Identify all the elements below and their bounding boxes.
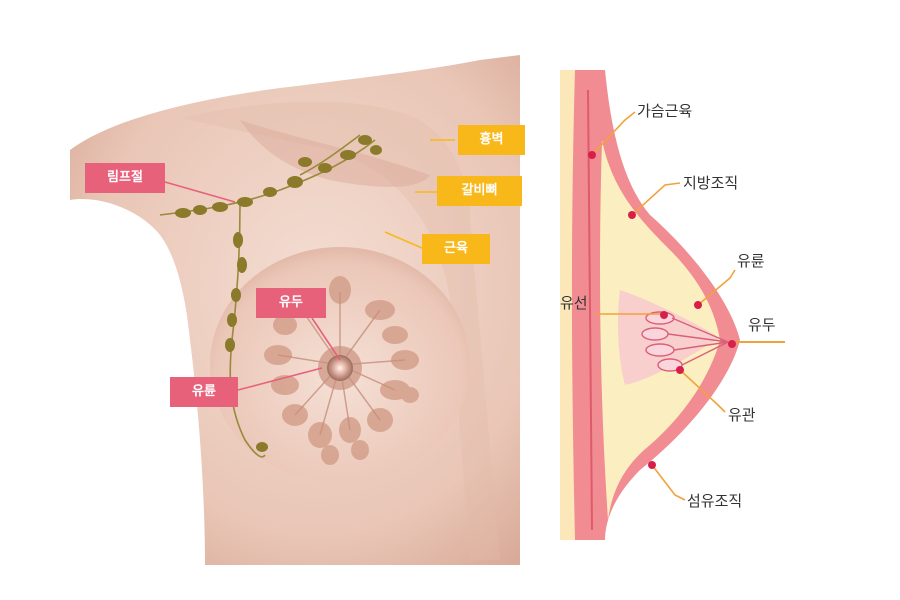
label-mammary-gland: 유선 bbox=[560, 294, 588, 312]
left-leader-lines bbox=[164, 139, 455, 391]
label-rib: 갈비뼈 bbox=[437, 176, 522, 206]
label-areola-section: 유륜 bbox=[737, 252, 765, 270]
label-milk-duct: 유관 bbox=[728, 406, 756, 424]
label-nipple: 유두 bbox=[256, 288, 326, 318]
label-lymph-node: 림프절 bbox=[85, 163, 165, 193]
label-areola: 유륜 bbox=[170, 377, 238, 407]
right-leader-lines bbox=[591, 111, 736, 501]
label-fat-tissue: 지방조직 bbox=[683, 174, 739, 192]
breast-cross-section bbox=[560, 70, 785, 540]
nipple-shape bbox=[327, 355, 353, 381]
lymph-nodes bbox=[175, 135, 382, 452]
label-chest-muscle: 가슴근육 bbox=[637, 102, 693, 120]
ducts-cross-section bbox=[641, 311, 729, 372]
label-chest-wall: 흉벽 bbox=[458, 125, 525, 155]
chest-shading bbox=[180, 101, 500, 561]
marker-dots bbox=[588, 151, 736, 469]
label-nipple-section: 유두 bbox=[748, 316, 776, 334]
label-fibrous-tissue: 섬유조직 bbox=[687, 492, 743, 510]
muscle-line bbox=[587, 89, 593, 531]
label-muscle: 근육 bbox=[422, 234, 490, 264]
